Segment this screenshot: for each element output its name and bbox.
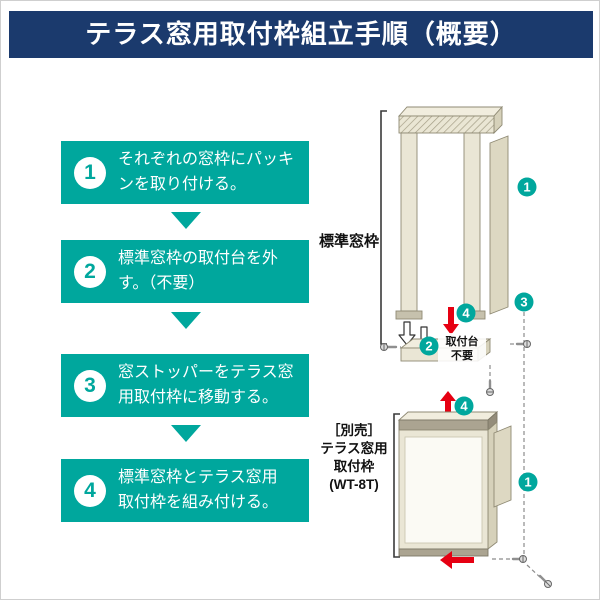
down-triangle-icon: [171, 312, 201, 329]
standard-frame-graphic: [395, 105, 509, 320]
down-triangle-icon: [171, 212, 201, 229]
assembly-diagram: 標準窓枠 取付台 不要 ［別売］ テラス窓: [319, 105, 552, 588]
page-title: テラス窓用取付枠組立手順（概要）: [9, 11, 593, 58]
svg-text:4: 4: [460, 399, 468, 414]
svg-text:2: 2: [425, 339, 432, 354]
step-2-number-badge: 2: [74, 255, 106, 288]
terrace-frame-label-line3: 取付枠: [334, 458, 375, 474]
screw-icon: [538, 574, 552, 588]
step-4-number-badge: 4: [74, 474, 106, 507]
badge-1-lower: 1: [518, 472, 538, 492]
badge-4-upper: 4: [456, 303, 476, 323]
step-2-text: 標準窓枠の取付台を外 す。（不要）: [118, 249, 279, 292]
red-up-arrow-icon: [440, 391, 456, 419]
red-down-arrow-icon: [443, 307, 459, 335]
screw-icon: [515, 340, 531, 348]
base-label-bg: [438, 333, 486, 365]
step-3: 3 窓ストッパーをテラス窓 用取付枠に移動する。: [61, 354, 309, 417]
badge-1-upper: 1: [517, 177, 537, 197]
svg-text:1: 1: [523, 180, 530, 195]
red-left-arrow-icon: [440, 551, 474, 569]
step-2: 2 標準窓枠の取付台を外 す。（不要）: [61, 240, 309, 303]
step-4-text: 標準窓枠とテラス窓用 取付枠を組み付ける。: [118, 468, 279, 511]
standard-frame-label: 標準窓枠: [319, 232, 379, 250]
terrace-frame-graphic: [397, 410, 512, 557]
terrace-frame-label-line4: (WT-8T): [329, 477, 379, 492]
step-4: 4 標準窓枠とテラス窓用 取付枠を組み付ける。: [61, 459, 309, 522]
svg-text:1: 1: [524, 475, 531, 490]
terrace-frame-label-line1: ［別売］: [327, 422, 381, 438]
badge-4-lower: 4: [454, 396, 474, 416]
badge-2: 2: [419, 336, 439, 356]
base-label-line2: 不要: [451, 349, 473, 362]
step-3-text: 窓ストッパーをテラス窓 用取付枠に移動する。: [118, 363, 294, 406]
step-3-number-badge: 3: [74, 369, 106, 402]
terrace-frame-label-line2: テラス窓用: [320, 440, 387, 456]
svg-text:3: 3: [520, 295, 527, 310]
svg-text:4: 4: [462, 306, 470, 321]
screw-icon: [486, 379, 494, 396]
step-1: 1 それぞれの窓枠にパッキ ンを取り付ける。: [61, 141, 309, 204]
terrace-frame-bracket: [393, 413, 400, 558]
badge-3: 3: [514, 292, 534, 312]
base-label-line1: 取付台: [446, 334, 479, 348]
standard-frame-bracket: [380, 110, 387, 345]
down-triangle-icon: [171, 425, 201, 442]
step-1-text: それぞれの窓枠にパッキ ンを取り付ける。: [118, 150, 295, 193]
step-1-number-badge: 1: [74, 156, 106, 189]
screw-icon: [380, 343, 398, 351]
screw-icon: [511, 555, 527, 563]
